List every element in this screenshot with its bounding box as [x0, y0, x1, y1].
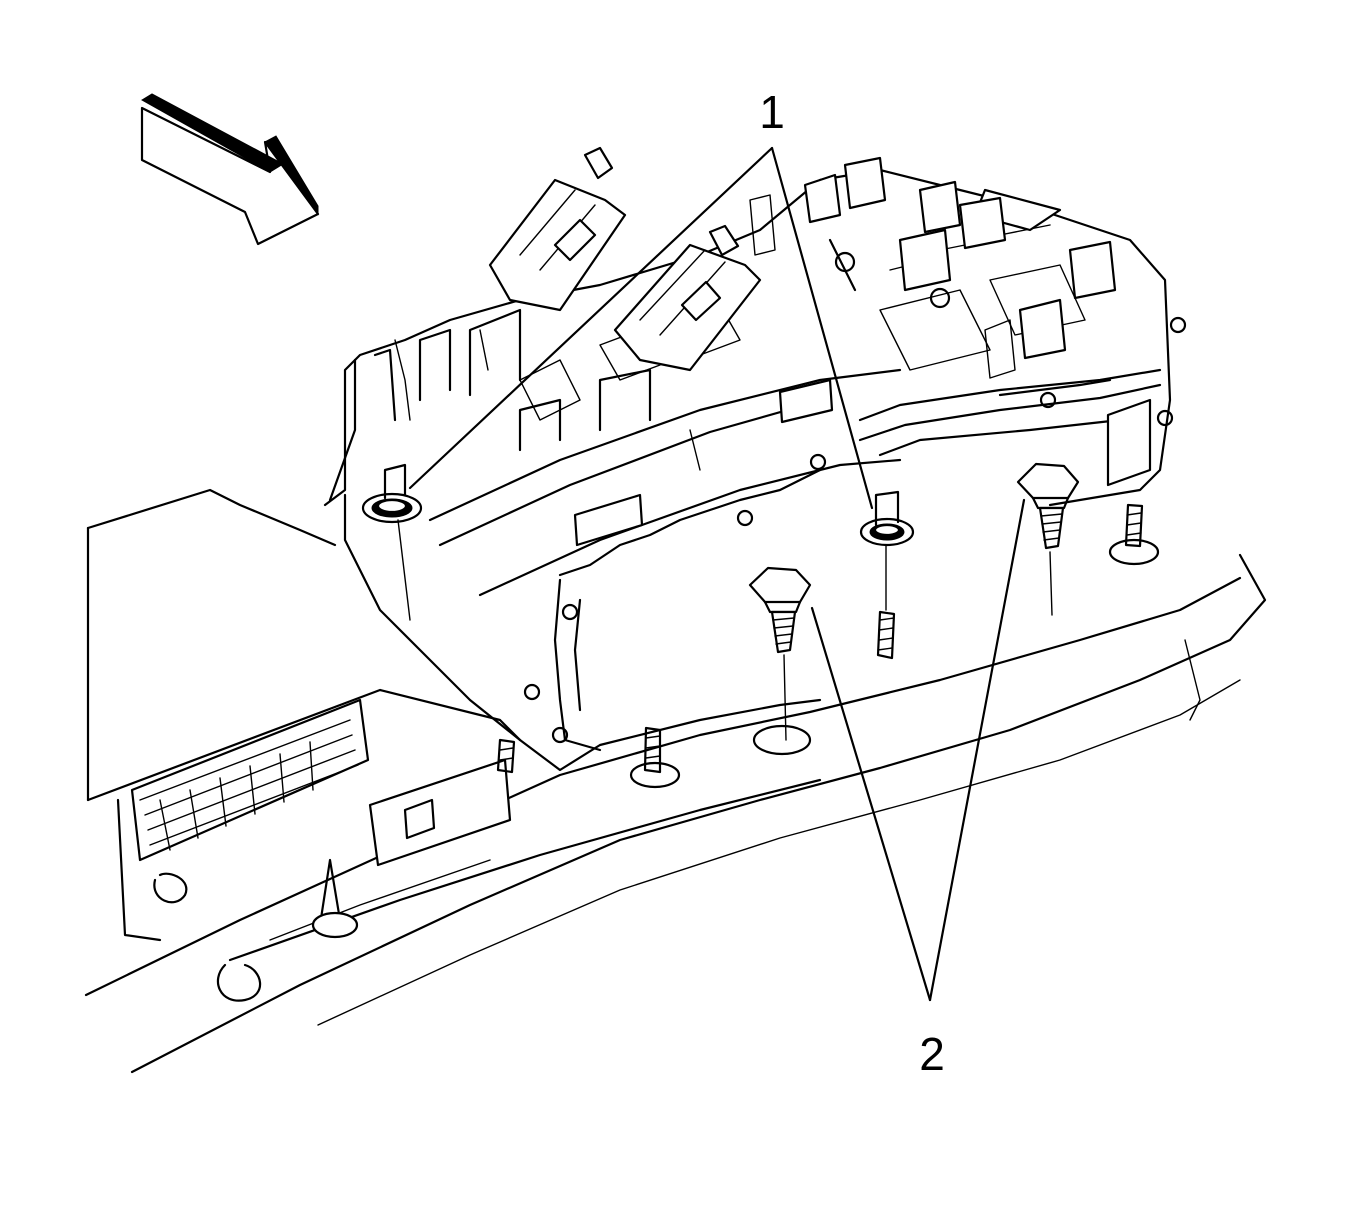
sealing-washer-left [361, 463, 423, 621]
case-studs [496, 503, 1160, 789]
mounting-bolt-left [748, 566, 812, 756]
mounting-bolt-right [1016, 462, 1080, 616]
left-connector-housing [86, 688, 522, 942]
view-direction-arrow-icon [140, 93, 320, 246]
upper-right-connectors [749, 156, 1117, 379]
callout-2-leaders [810, 498, 1026, 1002]
sealing-washer-right [859, 490, 915, 660]
callout-1-leaders [408, 146, 874, 510]
callout-2-label: 2 [919, 1028, 945, 1080]
solenoid-connectors [328, 146, 762, 502]
callout-1-label: 1 [759, 86, 785, 138]
